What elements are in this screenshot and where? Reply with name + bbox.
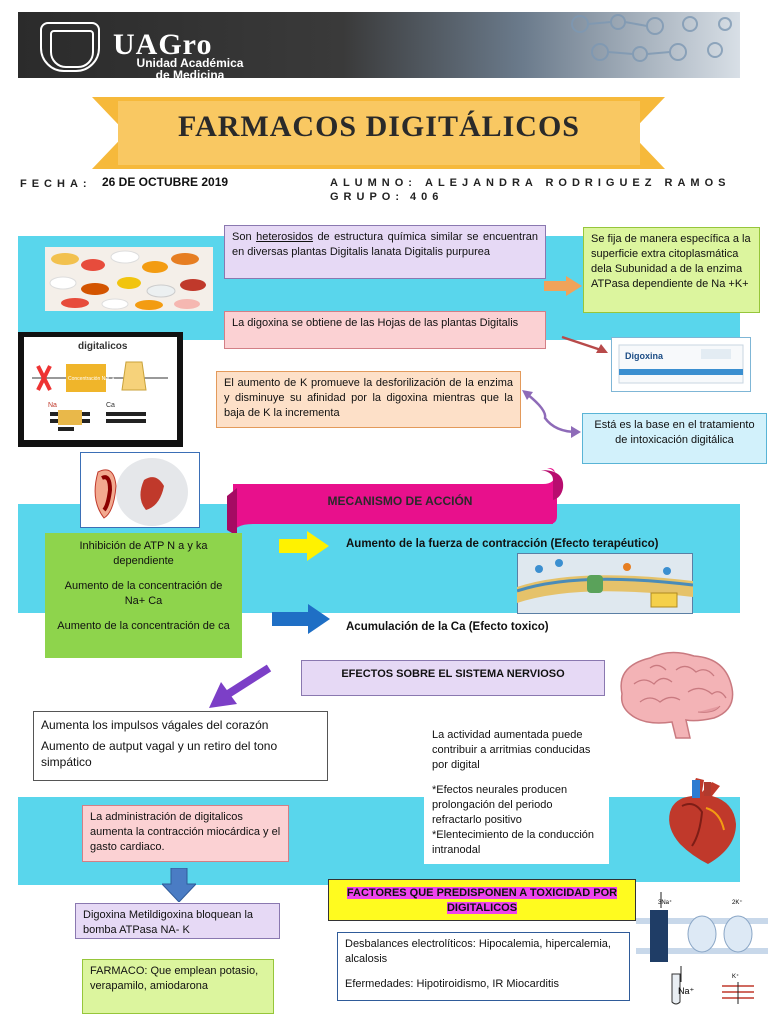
fecha-value: 26 DE OCTUBRE 2019 (102, 175, 229, 189)
fecha-label: FECHA: (20, 178, 92, 190)
page-title: FARMACOS DIGITÁLICOS (178, 110, 580, 143)
uagro-seal-icon (40, 22, 100, 72)
mechanism-left-box: Inhibición de ATP N a y ka dependiente A… (45, 533, 242, 658)
effect-therapeutic: Aumento de la fuerza de contracción (Efe… (346, 538, 659, 550)
farmaco-box: FARMACO: Que emplean potasio, verapamilo… (82, 959, 274, 1014)
enfermedades-text: Efermedades: Hipotiroidismo, IR Miocardi… (345, 978, 559, 990)
pills-image (45, 247, 213, 311)
purple-down-arrow-icon (209, 664, 272, 708)
arrhythmia-text-2: *Efectos neurales producen prolongación … (432, 784, 568, 826)
header-deco-icons (571, 14, 732, 62)
mechanism-left-2: Aumento de la concentración de Na+ Ca (64, 580, 223, 607)
aumento-k-box: El aumento de K promueve la desforilizac… (216, 371, 521, 428)
factores-title-text: FACTORES QUE PREDISPONEN A TOXICIDAD POR… (346, 887, 618, 914)
svg-text:Na⁺: Na⁺ (678, 986, 695, 996)
mechanism-left-1: Inhibición de ATP N a y ka dependiente (79, 540, 208, 567)
effect-toxic: Acumulación de la Ca (Efecto toxico) (346, 621, 549, 633)
heart-anatomy-image (80, 452, 200, 528)
blue-down-arrow-icon (162, 868, 196, 902)
arrhythmia-text-1: La actividad aumentada puede contribuir … (432, 729, 591, 771)
alumno-label: ALUMNO: (330, 177, 417, 189)
orange-arrow-icon (544, 276, 582, 296)
yellow-arrow-icon (279, 531, 329, 561)
mechanism-banner (227, 468, 564, 536)
grupo-value: 406 (410, 191, 444, 203)
base-tratamiento-box: Está es la base en el tratamiento de int… (582, 413, 767, 464)
fija-box: Se fija de manera específica a la superf… (583, 227, 760, 313)
svg-text:Concentración NaCa: Concentración NaCa (68, 376, 115, 382)
digoxina-origen-box: La digoxina se obtiene de las Hojas de l… (224, 311, 546, 349)
vagal-text-2: Aumento de autput vagal y un retiro del … (41, 739, 278, 769)
factores-title-box: FACTORES QUE PREDISPONEN A TOXICIDAD POR… (328, 879, 636, 921)
administracion-box: La administración de digitalicos aumenta… (82, 805, 289, 862)
header-banner (18, 12, 740, 78)
mechanism-left-3: Aumento de la concentración de ca (57, 620, 230, 632)
vagal-text-1: Aumenta los impulsos vágales del corazón (41, 718, 269, 732)
desbalances-text: Desbalances electrolíticos: Hipocalemia,… (345, 938, 611, 965)
svg-text:digitalicos: digitalicos (78, 341, 128, 352)
svg-text:Na: Na (48, 402, 57, 409)
digoxina-product-image: Digoxina (611, 337, 751, 392)
title-ribbon-front (118, 101, 640, 165)
red-arrow-icon (561, 335, 608, 353)
heart-image (669, 778, 736, 864)
cell-membrane-image (517, 553, 693, 614)
arrhythmia-box: La actividad aumentada puede contribuir … (424, 724, 609, 864)
blue-arrow-icon (272, 604, 330, 634)
arrhythmia-text-3: *Elentecimiento de la conducción intrano… (432, 829, 595, 856)
brand-subtitle: Unidad Académica de Medicina (136, 56, 244, 82)
grupo-label: GRUPO: (330, 191, 404, 203)
digoxina-bomba-box: Digoxina Metildigoxina bloquean la bomba… (75, 903, 280, 939)
svg-text:2K⁺: 2K⁺ (732, 899, 743, 906)
desbalances-box: Desbalances electrolíticos: Hipocalemia,… (337, 932, 630, 1001)
brand-name: UAGro (113, 28, 213, 61)
digitalicos-slide-image: digitalicos Concentración NaCa Na Ca (18, 332, 183, 447)
vagal-box: Aumenta los impulsos vágales del corazón… (33, 711, 328, 781)
svg-text:K⁺: K⁺ (732, 973, 739, 980)
na-k-pump-diagram: 3Na⁺ 2K⁺ Na⁺ K⁺ (636, 882, 768, 1010)
heterosidos-box: Son heterosidos de estructura química si… (224, 225, 546, 279)
mechanism-title: MECANISMO DE ACCIÓN (327, 494, 473, 508)
svg-text:Ca: Ca (106, 402, 115, 409)
nervous-title-box: EFECTOS SOBRE EL SISTEMA NERVIOSO (301, 660, 605, 696)
product-label: Digoxina (625, 351, 664, 361)
purple-double-arrow-icon (522, 390, 581, 438)
svg-text:3Na⁺: 3Na⁺ (658, 899, 672, 906)
brain-image (620, 651, 734, 739)
alumno-value: ALEJANDRA RODRIGUEZ RAMOS (425, 177, 731, 189)
